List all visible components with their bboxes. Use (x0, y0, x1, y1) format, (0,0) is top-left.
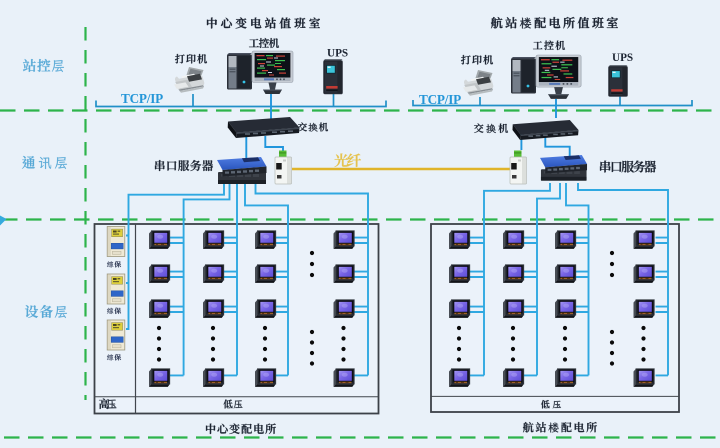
svg-text:TCP/IP: TCP/IP (121, 91, 163, 106)
svg-text:UPS: UPS (327, 48, 348, 60)
svg-text:TCP/IP: TCP/IP (419, 92, 461, 107)
svg-text:UPS: UPS (612, 52, 633, 64)
